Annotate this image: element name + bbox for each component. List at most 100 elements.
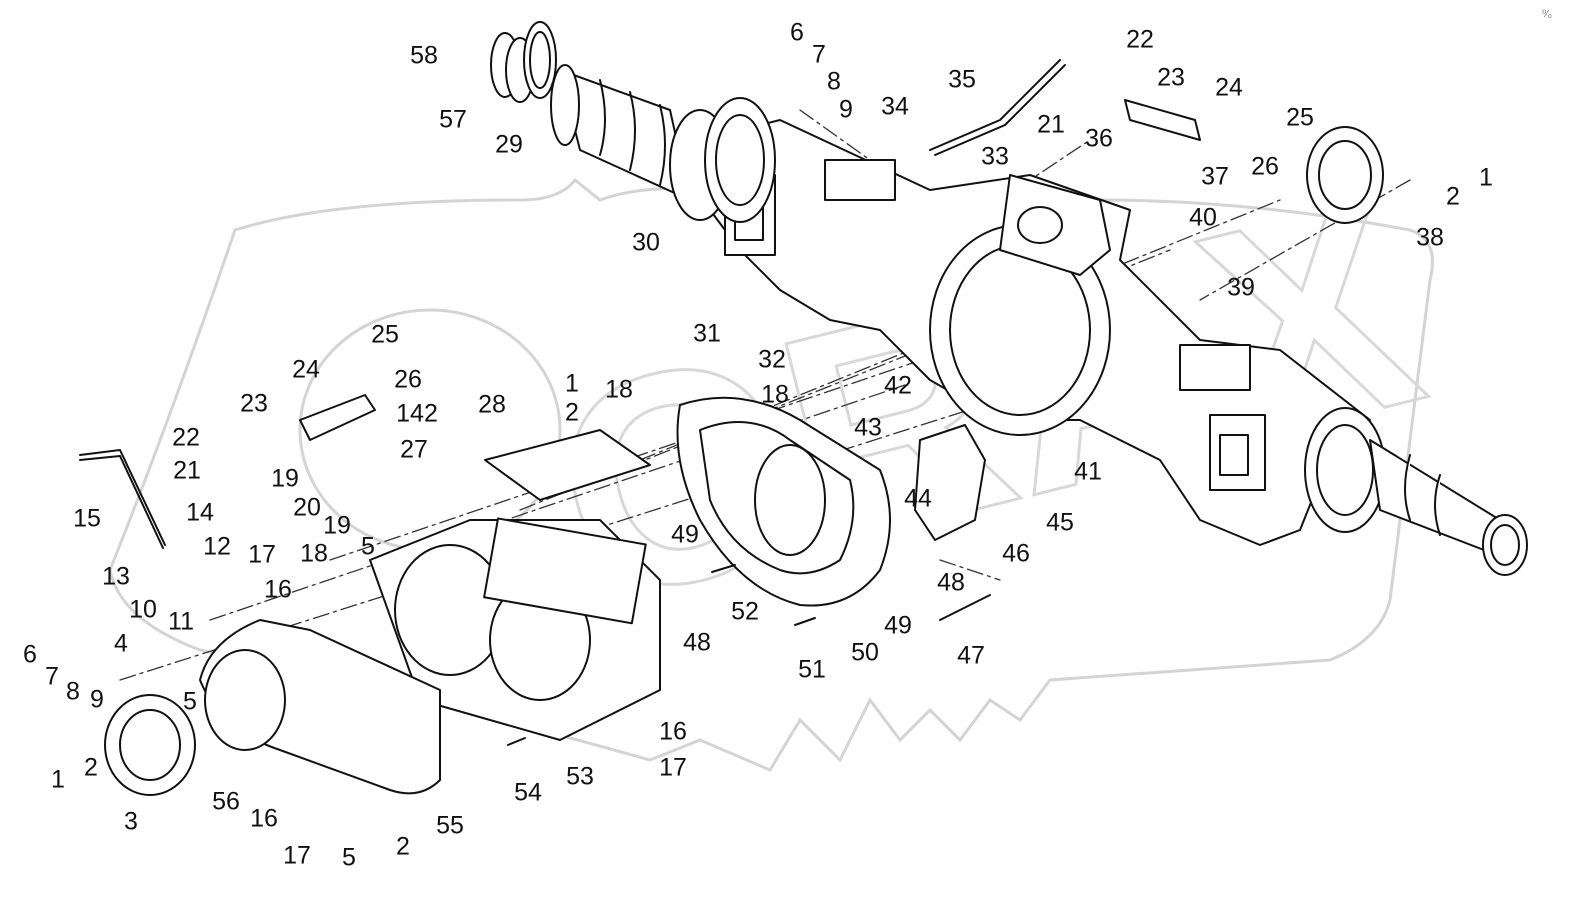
callout-37: 37 bbox=[1201, 162, 1229, 191]
callout-13: 13 bbox=[102, 562, 130, 591]
callout-8-left: 8 bbox=[66, 677, 80, 706]
lever-15 bbox=[79, 449, 166, 549]
callout-49-left: 49 bbox=[671, 520, 699, 549]
gearbox-53 bbox=[369, 517, 661, 741]
callout-56: 56 bbox=[212, 787, 240, 816]
callout-2-mid: 2 bbox=[565, 398, 579, 427]
callout-17-right: 17 bbox=[659, 753, 687, 782]
cover-50 bbox=[676, 396, 891, 607]
callout-26-left: 26 bbox=[394, 365, 422, 394]
callout-38: 38 bbox=[1416, 223, 1444, 252]
callout-5-left: 5 bbox=[183, 687, 197, 716]
callout-18-left: 18 bbox=[300, 539, 328, 568]
callout-28: 28 bbox=[478, 390, 506, 419]
callout-11: 11 bbox=[168, 607, 194, 636]
callout-25-left: 25 bbox=[371, 320, 399, 349]
callout-41: 41 bbox=[1074, 457, 1102, 486]
callout-47: 47 bbox=[957, 641, 985, 670]
callout-50: 50 bbox=[851, 638, 879, 667]
callout-21-left: 21 bbox=[173, 456, 201, 485]
callout-40: 40 bbox=[1189, 203, 1217, 232]
callout-25: 25 bbox=[1286, 103, 1314, 132]
callout-10: 10 bbox=[129, 595, 157, 624]
callout-1: 1 bbox=[1479, 163, 1493, 192]
callout-2-left: 2 bbox=[84, 753, 98, 782]
callout-2: 2 bbox=[1446, 182, 1460, 211]
callout-18-upper: 18 bbox=[761, 380, 789, 409]
callout-26: 26 bbox=[1251, 152, 1279, 181]
callout-4: 4 bbox=[114, 629, 128, 658]
callout-12: 12 bbox=[203, 532, 231, 561]
callout-17-bottom: 17 bbox=[283, 841, 311, 870]
cylinder-24-lower bbox=[299, 394, 376, 441]
callout-30: 30 bbox=[632, 228, 660, 257]
corner-mark: ⁰⁄₀ bbox=[1542, 9, 1552, 20]
callout-31: 31 bbox=[693, 319, 721, 348]
callout-16-right: 16 bbox=[659, 717, 687, 746]
callout-15: 15 bbox=[73, 504, 101, 533]
callout-22: 22 bbox=[1126, 25, 1154, 54]
callout-7-left: 7 bbox=[45, 662, 59, 691]
callout-7: 7 bbox=[812, 40, 826, 69]
callout-23: 23 bbox=[1157, 63, 1185, 92]
cover-55 bbox=[199, 619, 441, 795]
callout-54: 54 bbox=[514, 778, 542, 807]
callout-35: 35 bbox=[948, 65, 976, 94]
cylinder-24-upper bbox=[1124, 99, 1201, 141]
callout-36: 36 bbox=[1085, 124, 1113, 153]
callout-55: 55 bbox=[436, 811, 464, 840]
callout-46: 46 bbox=[1002, 539, 1030, 568]
callout-18-mid: 18 bbox=[605, 375, 633, 404]
callout-44: 44 bbox=[904, 484, 932, 513]
callout-32: 32 bbox=[758, 345, 786, 374]
flange-3 bbox=[104, 694, 196, 796]
callout-6: 6 bbox=[790, 18, 804, 47]
callout-6-left: 6 bbox=[23, 640, 37, 669]
callout-24-left: 24 bbox=[292, 355, 320, 384]
callout-5-upper: 5 bbox=[361, 532, 375, 561]
callout-22-left: 22 bbox=[172, 423, 200, 452]
axle-housing bbox=[699, 119, 1371, 546]
cover-plate-28 bbox=[484, 429, 651, 501]
callout-3: 3 bbox=[124, 807, 138, 836]
callout-49-right: 49 bbox=[884, 611, 912, 640]
callout-19-b: 19 bbox=[323, 511, 351, 540]
callout-9-left: 9 bbox=[90, 685, 104, 714]
callout-57: 57 bbox=[439, 105, 467, 134]
left-spindle bbox=[550, 64, 776, 223]
callout-33: 33 bbox=[981, 142, 1009, 171]
callout-1-left: 1 bbox=[51, 765, 65, 794]
callout-8: 8 bbox=[827, 67, 841, 96]
callout-17-left: 17 bbox=[248, 540, 276, 569]
callout-142: 142 bbox=[396, 399, 438, 428]
callout-14: 14 bbox=[186, 498, 214, 527]
callout-51: 51 bbox=[798, 655, 826, 684]
callout-5-bottom: 5 bbox=[342, 843, 356, 872]
callout-29: 29 bbox=[495, 130, 523, 159]
callout-45: 45 bbox=[1046, 508, 1074, 537]
callout-27: 27 bbox=[400, 435, 428, 464]
callout-1-mid: 1 bbox=[565, 369, 579, 398]
callout-24: 24 bbox=[1215, 73, 1243, 102]
callout-48-right: 48 bbox=[937, 568, 965, 597]
flange-38 bbox=[1306, 126, 1384, 224]
callout-52: 52 bbox=[731, 597, 759, 626]
callout-16-bottom: 16 bbox=[250, 804, 278, 833]
brake-rings bbox=[490, 21, 557, 103]
callout-39: 39 bbox=[1227, 273, 1255, 302]
callout-19-a: 19 bbox=[271, 464, 299, 493]
callout-2-bottom: 2 bbox=[396, 832, 410, 861]
callout-48-left: 48 bbox=[683, 628, 711, 657]
callout-42: 42 bbox=[884, 371, 912, 400]
callout-58: 58 bbox=[410, 41, 438, 70]
bracket-46 bbox=[914, 424, 986, 541]
callout-20: 20 bbox=[293, 493, 321, 522]
callout-53: 53 bbox=[566, 762, 594, 791]
callout-16-left: 16 bbox=[264, 575, 292, 604]
studs bbox=[507, 564, 991, 746]
callout-21: 21 bbox=[1037, 110, 1065, 139]
right-spindle bbox=[1304, 407, 1528, 576]
lever-35 bbox=[929, 59, 1066, 156]
